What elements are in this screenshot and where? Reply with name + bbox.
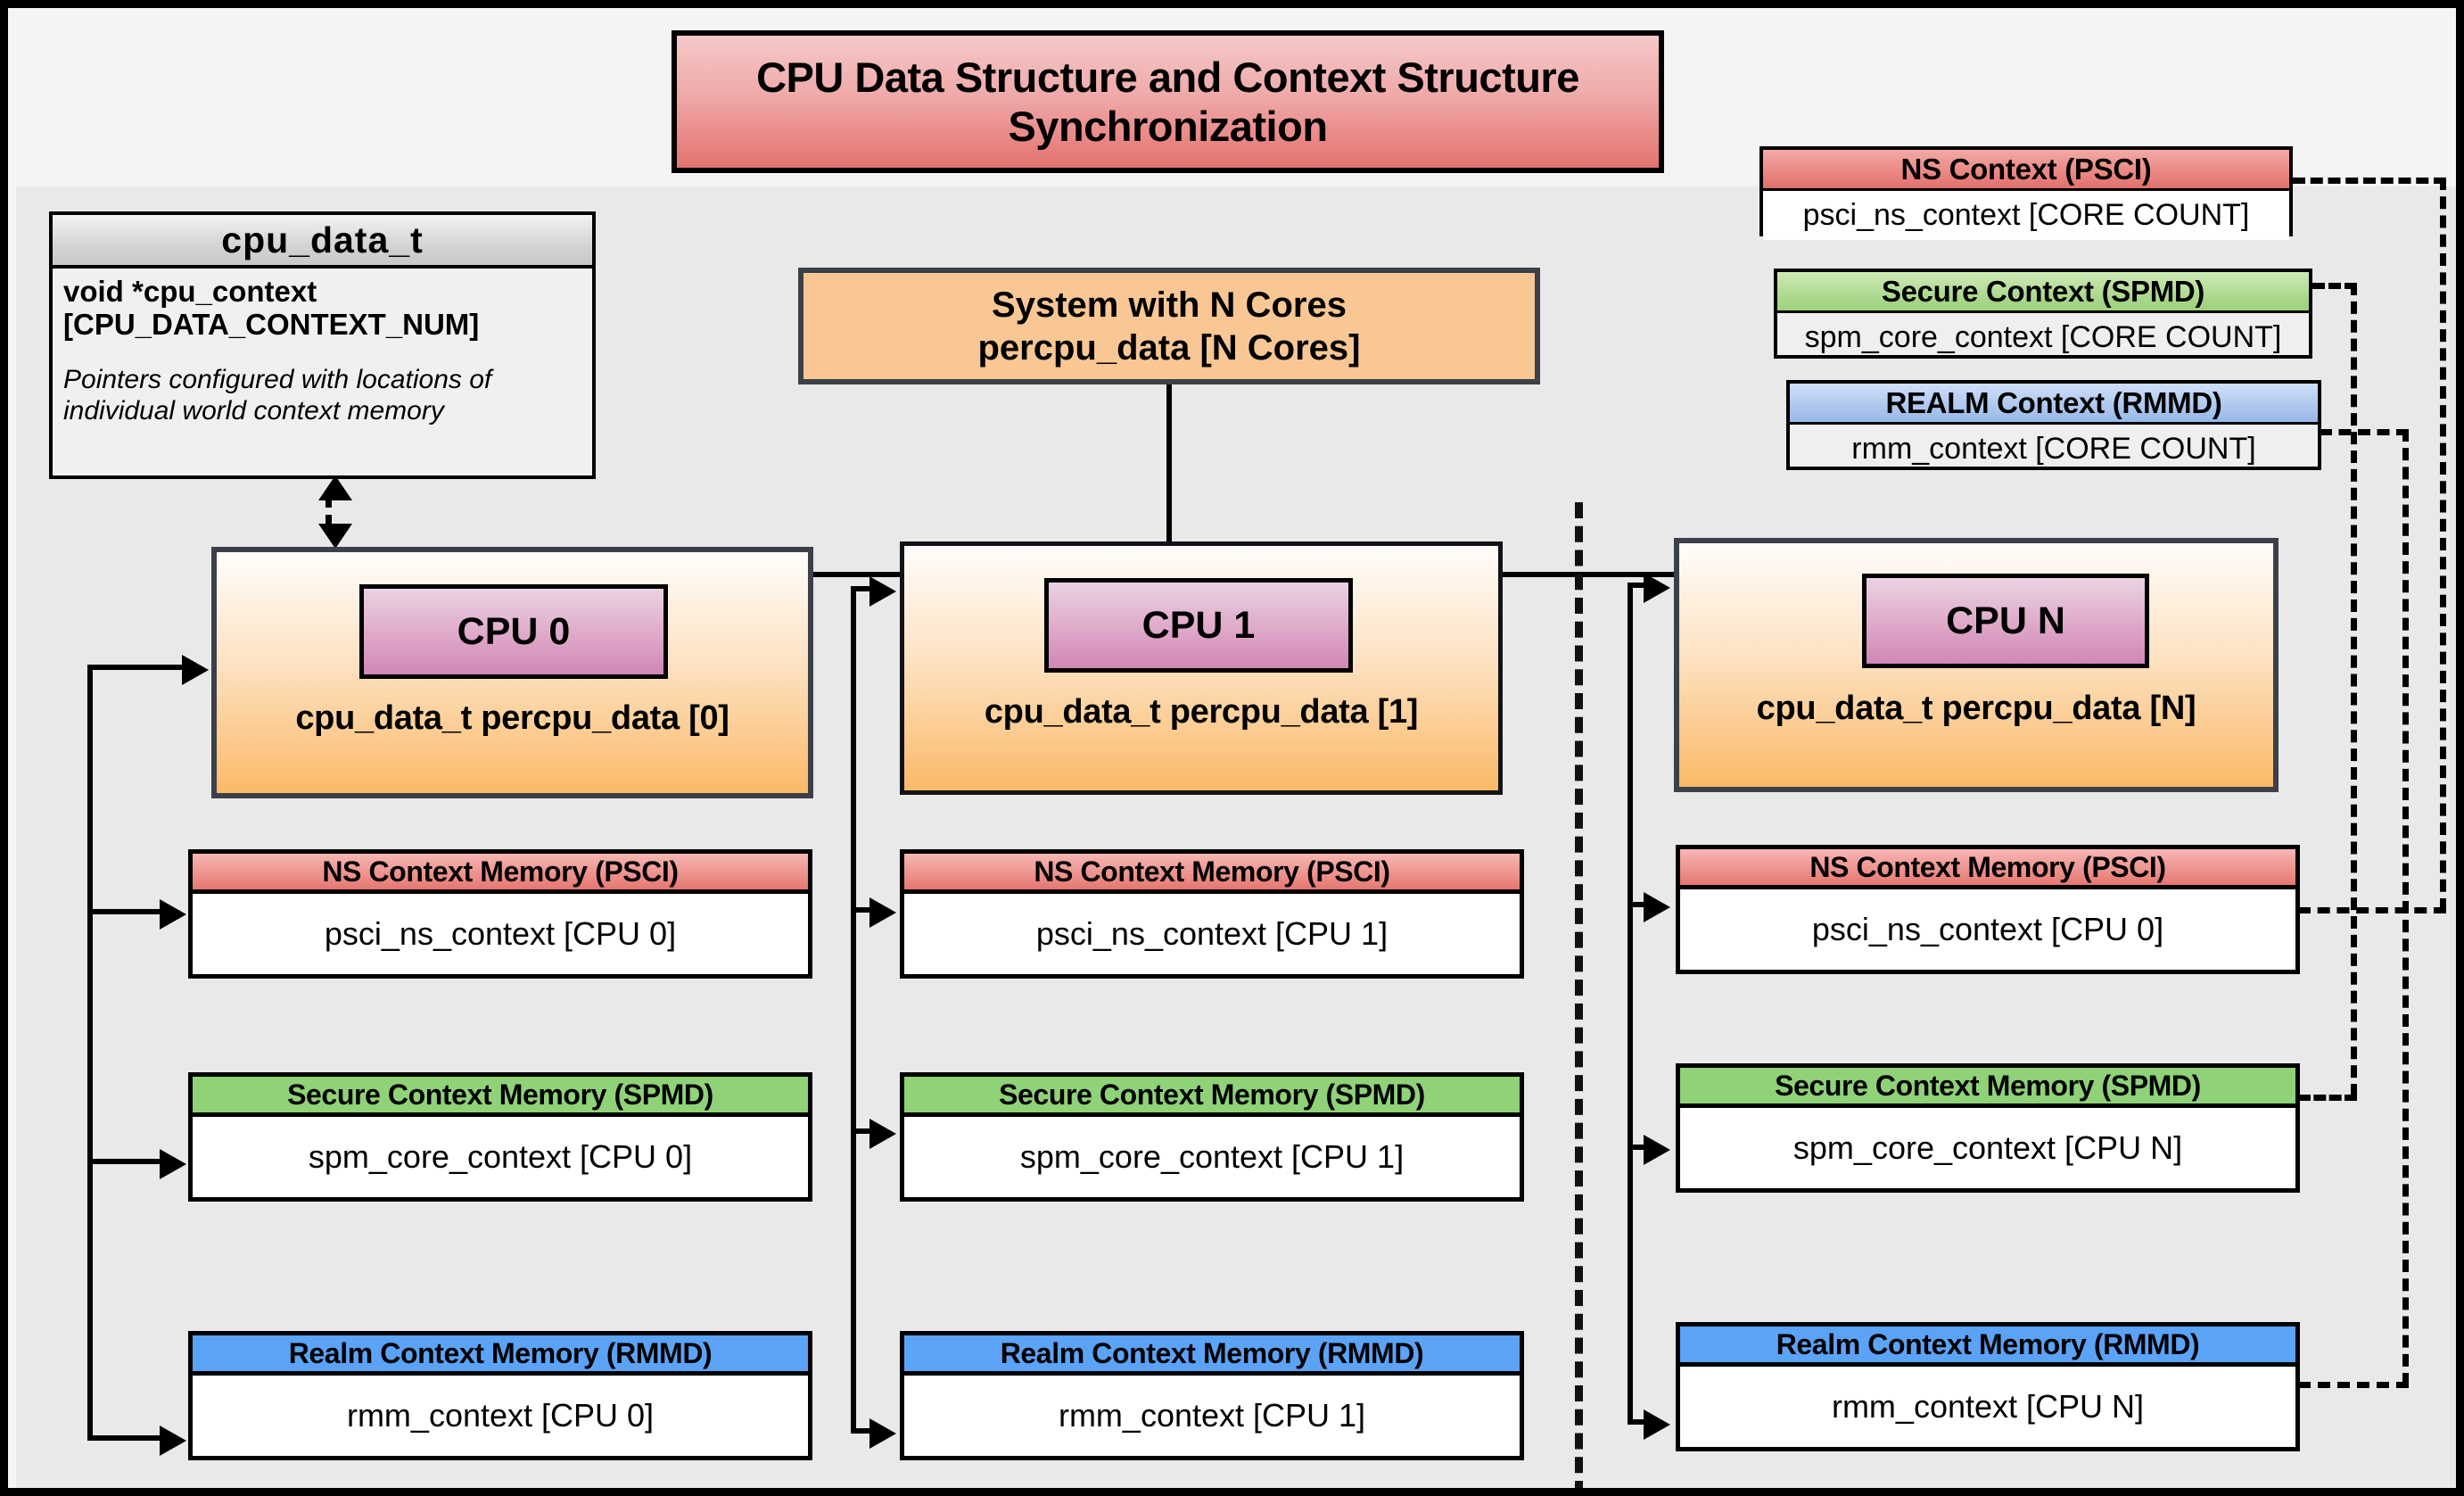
cpu0-realm-header: Realm Context Memory (RMMD) [193,1335,808,1376]
cpun-arrow-head-3-icon [1644,1135,1670,1165]
cpun-arrow-head-2-icon [1644,892,1670,922]
cpun-bracket-arm-2 [1628,902,1647,907]
cpu1-secure-header: Secure Context Memory (SPMD) [904,1077,1520,1117]
cpun-realm-header: Realm Context Memory (RMMD) [1680,1327,2295,1367]
cpu1-bracket-arm-2 [851,907,873,913]
system-box-text: System with N Cores percpu_data [N Cores… [978,284,1361,369]
legend-realm-context-box: REALM Context (RMMD) rmm_context [CORE C… [1786,380,2321,470]
cpun-bracket-vertical [1628,583,1633,1425]
legend-secure-context-box: Secure Context (SPMD) spm_core_context [… [1774,269,2312,359]
legend-ns-body: psci_ns_context [CORE COUNT] [1763,191,2289,240]
legend-secure-link-vertical [2351,283,2357,1096]
cpu1-secure-context-memory-box: Secure Context Memory (SPMD) spm_core_co… [900,1072,1524,1202]
cpun-bracket-arm-1 [1628,583,1647,588]
legend-ns-header: NS Context (PSCI) [1763,150,2289,191]
cpu1-ns-body: psci_ns_context [CPU 1] [904,894,1520,974]
cpu0-ns-header: NS Context Memory (PSCI) [193,854,808,894]
system-bus-drop [1166,384,1172,577]
cpu0-realm-context-memory-box: Realm Context Memory (RMMD) rmm_context … [188,1331,812,1460]
cpu1-bracket-arm-1 [851,586,873,591]
cpun-ns-body: psci_ns_context [CPU 0] [1680,889,2295,970]
system-n-cores-box: System with N Cores percpu_data [N Cores… [798,268,1540,384]
system-line-2: percpu_data [N Cores] [977,327,1361,368]
cpun-realm-context-memory-box: Realm Context Memory (RMMD) rmm_context … [1676,1322,2300,1451]
cpun-bracket-arm-3 [1628,1145,1647,1150]
legend-secure-link-bottom [2298,1095,2357,1101]
legend-secure-link-top [2312,283,2357,289]
cpun-chip: CPU N [1862,574,2149,668]
cpu-group-dashed-divider [1575,502,1583,1488]
cpu1-realm-body: rmm_context [CPU 1] [904,1376,1520,1456]
legend-realm-link-vertical [2402,429,2409,1385]
cpu1-secure-body: spm_core_context [CPU 1] [904,1117,1520,1197]
cpu0-ns-body: psci_ns_context [CPU 0] [193,894,808,974]
cpu1-bracket-arm-3 [851,1128,873,1134]
legend-ns-link-vertical [2440,178,2446,911]
cpu0-bracket-vertical [87,665,93,1441]
legend-secure-header: Secure Context (SPMD) [1777,272,2309,313]
cpu0-realm-body: rmm_context [CPU 0] [193,1376,808,1456]
struct-body: void *cpu_context [CPU_DATA_CONTEXT_NUM]… [53,269,592,427]
legend-realm-link-bottom [2298,1382,2409,1388]
arrow-down-head-icon [318,524,352,549]
cpu1-arrow-head-4-icon [869,1418,896,1449]
cpu0-arrow-head-4-icon [160,1426,186,1456]
cpu1-ns-header: NS Context Memory (PSCI) [904,854,1520,894]
cpun-secure-context-memory-box: Secure Context Memory (SPMD) spm_core_co… [1676,1063,2300,1193]
cpu1-bracket-vertical [851,586,856,1434]
cpu0-arrow-head-2-icon [160,899,186,930]
cpu0-bracket-arm-4 [87,1435,163,1441]
cpu-data-t-struct-box: cpu_data_t void *cpu_context [CPU_DATA_C… [49,211,596,479]
legend-realm-body: rmm_context [CORE COUNT] [1851,432,2256,466]
cpu0-arrow-head-1-icon [182,655,209,685]
cpu1-bracket-arm-4 [851,1428,873,1434]
cpun-percpu-data-label: cpu_data_t percpu_data [N] [1756,690,2196,727]
legend-realm-link-top [2320,429,2409,435]
cpu1-box: CPU 1 cpu_data_t percpu_data [1] [900,541,1503,795]
cpun-secure-body: spm_core_context [CPU N] [1680,1108,2295,1188]
cpu0-bracket-arm-3 [87,1159,163,1164]
cpu0-percpu-data-label: cpu_data_t percpu_data [0] [295,699,729,737]
cpu0-secure-header: Secure Context Memory (SPMD) [193,1077,808,1117]
diagram-title: CPU Data Structure and Context Structure… [672,30,1664,173]
cpun-ns-header: NS Context Memory (PSCI) [1680,849,2295,889]
arrow-up-head-icon [318,475,352,500]
cpu1-arrow-head-2-icon [869,897,896,928]
legend-ns-context-box: NS Context (PSCI) psci_ns_context [CORE … [1759,146,2293,240]
legend-realm-header: REALM Context (RMMD) [1790,384,2318,425]
cpu1-arrow-head-3-icon [869,1119,896,1149]
struct-header-title: cpu_data_t [53,215,592,269]
cpu0-secure-body: spm_core_context [CPU 0] [193,1117,808,1197]
struct-to-cpu0-bidirectional-arrow [318,475,352,549]
cpu0-chip: CPU 0 [359,584,668,679]
cpun-realm-body: rmm_context [CPU N] [1680,1367,2295,1447]
cpu1-arrow-head-1-icon [869,576,896,607]
cpun-box: CPU N cpu_data_t percpu_data [N] [1674,538,2279,792]
cpu1-percpu-data-label: cpu_data_t percpu_data [1] [984,693,1419,731]
cpun-ns-context-memory-box: NS Context Memory (PSCI) psci_ns_context… [1676,845,2300,974]
legend-ns-link-bottom [2298,907,2446,913]
cpu1-ns-context-memory-box: NS Context Memory (PSCI) psci_ns_context… [900,849,1524,979]
legend-secure-body: spm_core_context [CORE COUNT] [1804,320,2282,354]
cpu0-box: CPU 0 cpu_data_t percpu_data [0] [211,547,813,798]
dashed-stem [326,495,332,527]
struct-field-text: void *cpu_context [CPU_DATA_CONTEXT_NUM] [63,275,480,341]
struct-note-text: Pointers configured with locations of in… [63,364,492,426]
legend-ns-link-top [2293,178,2446,184]
cpu0-bracket-arm-1 [87,665,185,670]
cpun-arrow-head-1-icon [1644,573,1670,603]
cpu0-arrow-head-3-icon [160,1149,186,1179]
cpu0-bracket-arm-2 [87,909,163,914]
cpu1-realm-header: Realm Context Memory (RMMD) [904,1335,1520,1376]
cpu0-ns-context-memory-box: NS Context Memory (PSCI) psci_ns_context… [188,849,812,979]
cpu0-secure-context-memory-box: Secure Context Memory (SPMD) spm_core_co… [188,1072,812,1202]
system-line-1: System with N Cores [992,285,1347,325]
cpu1-chip: CPU 1 [1044,578,1353,673]
cpun-secure-header: Secure Context Memory (SPMD) [1680,1068,2295,1108]
cpu1-realm-context-memory-box: Realm Context Memory (RMMD) rmm_context … [900,1331,1524,1460]
cpun-bracket-arm-4 [1628,1419,1647,1425]
cpun-arrow-head-4-icon [1644,1409,1670,1440]
